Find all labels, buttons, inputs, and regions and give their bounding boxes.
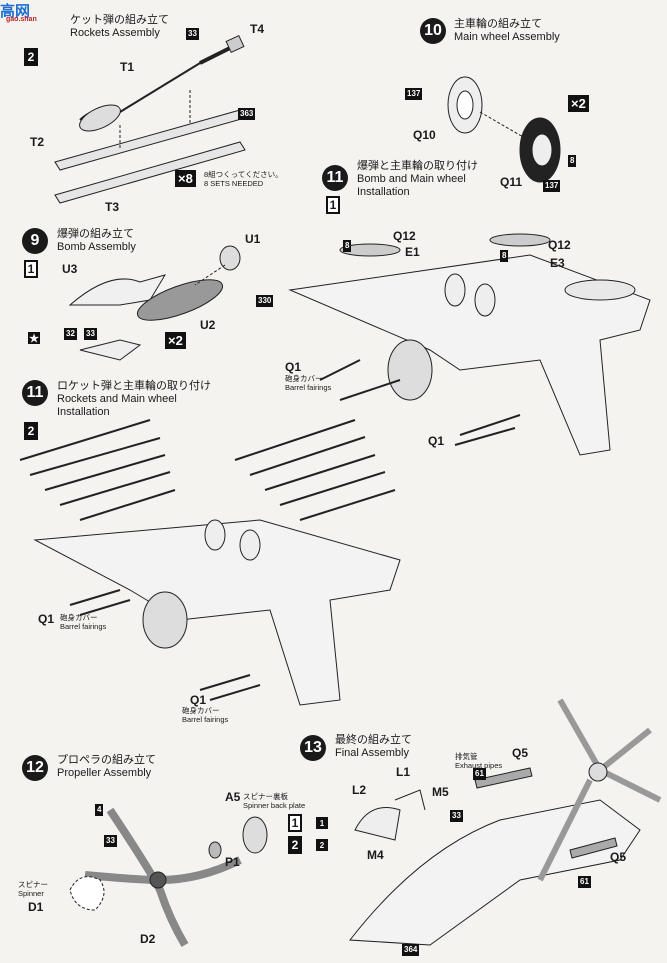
part-U3: U3	[62, 262, 78, 276]
part-Q5-bottom: Q5	[610, 850, 627, 864]
tag-8-right: 8	[500, 250, 509, 262]
step-number-12: 12	[22, 755, 48, 781]
tag-32: 32	[64, 328, 77, 340]
tag-33-bomb: 33	[84, 328, 97, 340]
logo-url: gao.shan	[6, 16, 37, 23]
part-T1: T1	[120, 60, 135, 74]
tag-363: 363	[238, 108, 256, 120]
part-T3: T3	[105, 200, 120, 214]
step-number-11a: 11	[322, 165, 348, 191]
part-U2: U2	[200, 318, 216, 332]
step-rockets-title: ケット弾の組み立て Rockets Assembly	[70, 14, 169, 40]
part-A5: A5	[225, 790, 241, 804]
part-E1: E1	[405, 245, 420, 259]
part-Q5-top: Q5	[512, 746, 529, 760]
tag-8-wheel: 8	[568, 155, 577, 167]
tag-33-propeller: 33	[104, 835, 117, 847]
step-number-11b: 11	[22, 380, 48, 406]
multiplier-x2-wheel: ×2	[568, 95, 589, 112]
part-Q1-a: Q1	[285, 360, 302, 374]
step-number-9: 9	[22, 228, 48, 254]
part-T4: T4	[250, 22, 265, 36]
tag-4: 4	[95, 804, 104, 816]
logo-glyphs: 高网	[0, 3, 31, 20]
part-Q10: Q10	[413, 128, 436, 142]
step-rockets-jp: ケット弾の組み立て	[70, 14, 169, 26]
tag-137-q10: 137	[405, 88, 423, 100]
tag-33-final: 33	[450, 810, 463, 822]
part-L1: L1	[396, 765, 411, 779]
part-M5: M5	[432, 785, 449, 799]
tag-364: 364	[402, 944, 420, 956]
site-logo: 高网 gao.shan	[0, 0, 70, 26]
tag-137-q11: 137	[543, 180, 561, 192]
version-badge-2-install: 2	[24, 422, 38, 440]
multiplier-x2-bomb: ×2	[165, 332, 186, 349]
step-number-10: 10	[420, 18, 446, 44]
part-T2: T2	[30, 135, 45, 149]
part-U1: U1	[245, 232, 261, 246]
note-sets: 8組つくってください。8 SETS NEEDED	[204, 170, 283, 188]
tag-2: 2	[316, 839, 328, 851]
step-number-13: 13	[300, 735, 326, 761]
tag-33: 33	[186, 28, 199, 40]
decal-star-icon: ★	[28, 332, 40, 345]
part-Q1-c: Q1	[38, 612, 55, 626]
tag-1: 1	[316, 817, 328, 829]
part-Q1-d: Q1	[190, 693, 207, 707]
part-E3: E3	[550, 256, 565, 270]
part-M4: M4	[367, 848, 384, 862]
tag-330: 330	[256, 295, 274, 307]
part-P1: P1	[225, 855, 240, 869]
tag-8-left: 8	[343, 240, 352, 252]
part-Q11: Q11	[500, 175, 523, 189]
version-badge-2-rockets: 2	[24, 48, 38, 66]
part-L2: L2	[352, 783, 367, 797]
tag-61-bottom: 61	[578, 876, 591, 888]
version-badge-2-propeller: 2	[288, 836, 302, 854]
version-badge-1-install: 1	[326, 196, 340, 214]
version-badge-1-propeller: 1	[288, 814, 302, 832]
tag-61-top: 61	[473, 768, 486, 780]
version-badge-1-bomb: 1	[24, 260, 38, 278]
part-D1: D1	[28, 900, 44, 914]
step-rockets-en: Rockets Assembly	[70, 27, 160, 39]
part-Q12-right: Q12	[548, 238, 571, 252]
multiplier-x8: ×8	[175, 170, 196, 187]
part-Q12-left: Q12	[393, 229, 416, 243]
part-Q1-b: Q1	[428, 434, 445, 448]
part-D2: D2	[140, 932, 156, 946]
